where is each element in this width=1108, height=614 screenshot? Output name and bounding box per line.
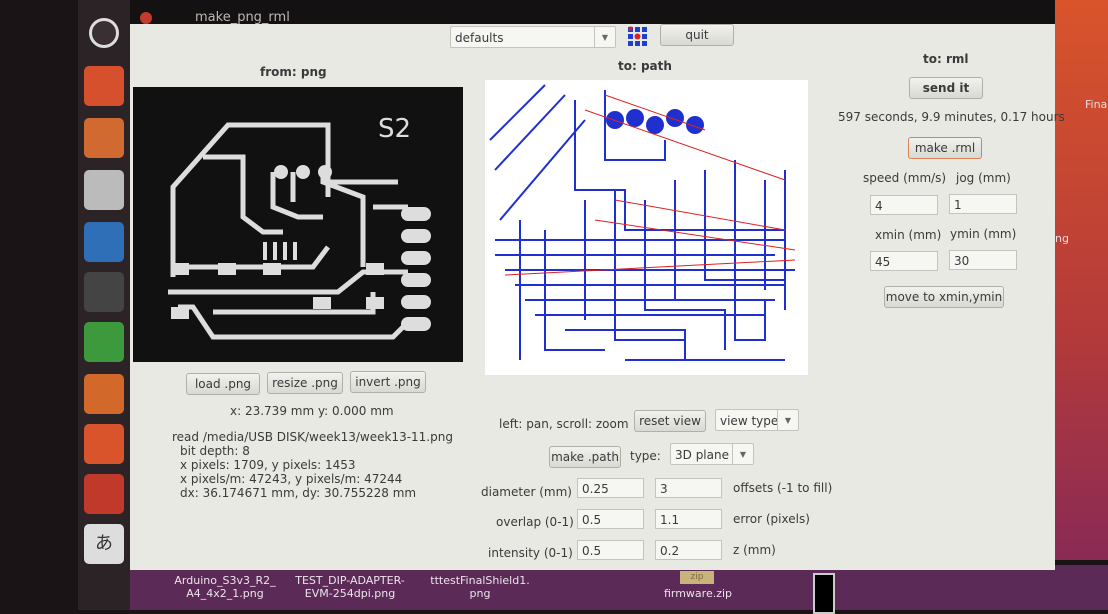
reset-view-button[interactable]: reset view [634, 410, 706, 432]
intensity-label: intensity (0-1) [488, 546, 573, 560]
files-icon[interactable] [84, 118, 124, 158]
desktop-file-label: Final [1085, 98, 1108, 111]
file-info: x pixels: 1709, y pixels: 1453 [180, 458, 356, 472]
close-icon[interactable] [140, 12, 152, 24]
diameter-input[interactable]: 0.25 [577, 478, 644, 498]
desktop-file[interactable]: Arduino_S3v3_R2_ A4_4x2_1.png [174, 574, 276, 600]
offsets-label: offsets (-1 to fill) [733, 481, 833, 495]
desktop-file[interactable]: tttestFinalShield1. png [430, 574, 530, 600]
file-info: bit depth: 8 [180, 444, 250, 458]
app-window: defaults ▼ quit from: png S2 load .png re… [130, 24, 1065, 570]
path-preview[interactable] [485, 80, 808, 375]
desktop-background: Final ng [1055, 0, 1108, 560]
error-label: error (pixels) [733, 512, 810, 526]
ymin-input[interactable]: 30 [949, 250, 1017, 270]
type-label: type: [630, 449, 661, 463]
preset-value: defaults [455, 31, 504, 45]
speed-input[interactable]: 4 [870, 195, 938, 215]
chevron-down-icon: ▼ [732, 444, 753, 464]
view-type-select[interactable]: view type▼ [715, 409, 799, 431]
diameter-label: diameter (mm) [481, 485, 572, 499]
jog-input[interactable]: 1 [949, 194, 1017, 214]
z-input[interactable]: 0.2 [655, 540, 722, 560]
calc-icon[interactable] [84, 322, 124, 362]
view-type-value: view type [720, 414, 779, 428]
file-info: read /media/USB DISK/week13/week13-11.pn… [172, 430, 453, 444]
error-input[interactable]: 1.1 [655, 509, 722, 529]
from-png-header: from: png [260, 65, 327, 79]
pcb-label: S2 [378, 114, 411, 144]
offsets-input[interactable]: 3 [655, 478, 722, 498]
intensity-input[interactable]: 0.5 [577, 540, 644, 560]
overlap-input[interactable]: 0.5 [577, 509, 644, 529]
ymin-label: ymin (mm) [950, 227, 1017, 241]
xmin-label: xmin (mm) [875, 228, 942, 242]
make-path-button[interactable]: make .path [549, 446, 621, 468]
invert-png-button[interactable]: invert .png [350, 371, 426, 393]
desktop-file-icon[interactable] [813, 573, 835, 614]
chevron-down-icon: ▼ [594, 27, 615, 47]
pngtorml-icon[interactable] [84, 170, 124, 210]
cursor-coords: x: 23.739 mm y: 0.000 mm [230, 404, 394, 418]
view-hint: left: pan, scroll: zoom [499, 417, 629, 431]
inkscape-icon[interactable] [84, 272, 124, 312]
to-rml-header: to: rml [923, 52, 969, 66]
desktop-file[interactable]: firmware.zip [663, 587, 733, 600]
app-icon[interactable] [84, 66, 124, 106]
jog-label: jog (mm) [956, 171, 1011, 185]
launcher: あ [78, 0, 130, 610]
move-to-xmin-ymin-button[interactable]: move to xmin,ymin [884, 286, 1004, 308]
desktop-files: Arduino_S3v3_R2_ A4_4x2_1.png TEST_DIP-A… [130, 565, 1108, 614]
desktop-file-label: ng [1055, 232, 1069, 245]
send-it-button[interactable]: send it [909, 77, 983, 99]
path-type-select[interactable]: 3D plane▼ [670, 443, 754, 465]
load-png-button[interactable]: load .png [186, 373, 260, 395]
ubuntu-icon[interactable] [89, 18, 119, 48]
input-method-icon[interactable]: あ [84, 524, 124, 564]
software-center-icon[interactable] [84, 424, 124, 464]
preset-select[interactable]: defaults ▼ [450, 26, 616, 48]
file-info: dx: 36.174671 mm, dy: 30.755228 mm [180, 486, 417, 500]
chevron-down-icon: ▼ [777, 410, 798, 430]
z-label: z (mm) [733, 543, 776, 557]
time-estimate: 597 seconds, 9.9 minutes, 0.17 hours [838, 110, 1065, 124]
writer-icon[interactable] [84, 222, 124, 262]
make-rml-button[interactable]: make .rml [908, 137, 982, 159]
path-type-value: 3D plane [675, 448, 729, 462]
impress-icon[interactable] [84, 374, 124, 414]
window-title: make_png_rml [195, 10, 290, 25]
quit-button[interactable]: quit [660, 24, 734, 46]
to-path-header: to: path [618, 59, 672, 73]
desktop-file[interactable]: TEST_DIP-ADAPTER- EVM-254dpi.png [295, 574, 405, 600]
resize-png-button[interactable]: resize .png [267, 372, 343, 394]
file-info: x pixels/m: 47243, y pixels/m: 47244 [180, 472, 403, 486]
zip-icon: zip [680, 571, 714, 584]
png-preview[interactable]: S2 [133, 87, 463, 362]
overlap-label: overlap (0-1) [496, 515, 574, 529]
xmin-input[interactable]: 45 [870, 251, 938, 271]
grid-icon[interactable] [627, 26, 649, 48]
speed-label: speed (mm/s) [863, 171, 947, 185]
settings-icon[interactable] [84, 474, 124, 514]
